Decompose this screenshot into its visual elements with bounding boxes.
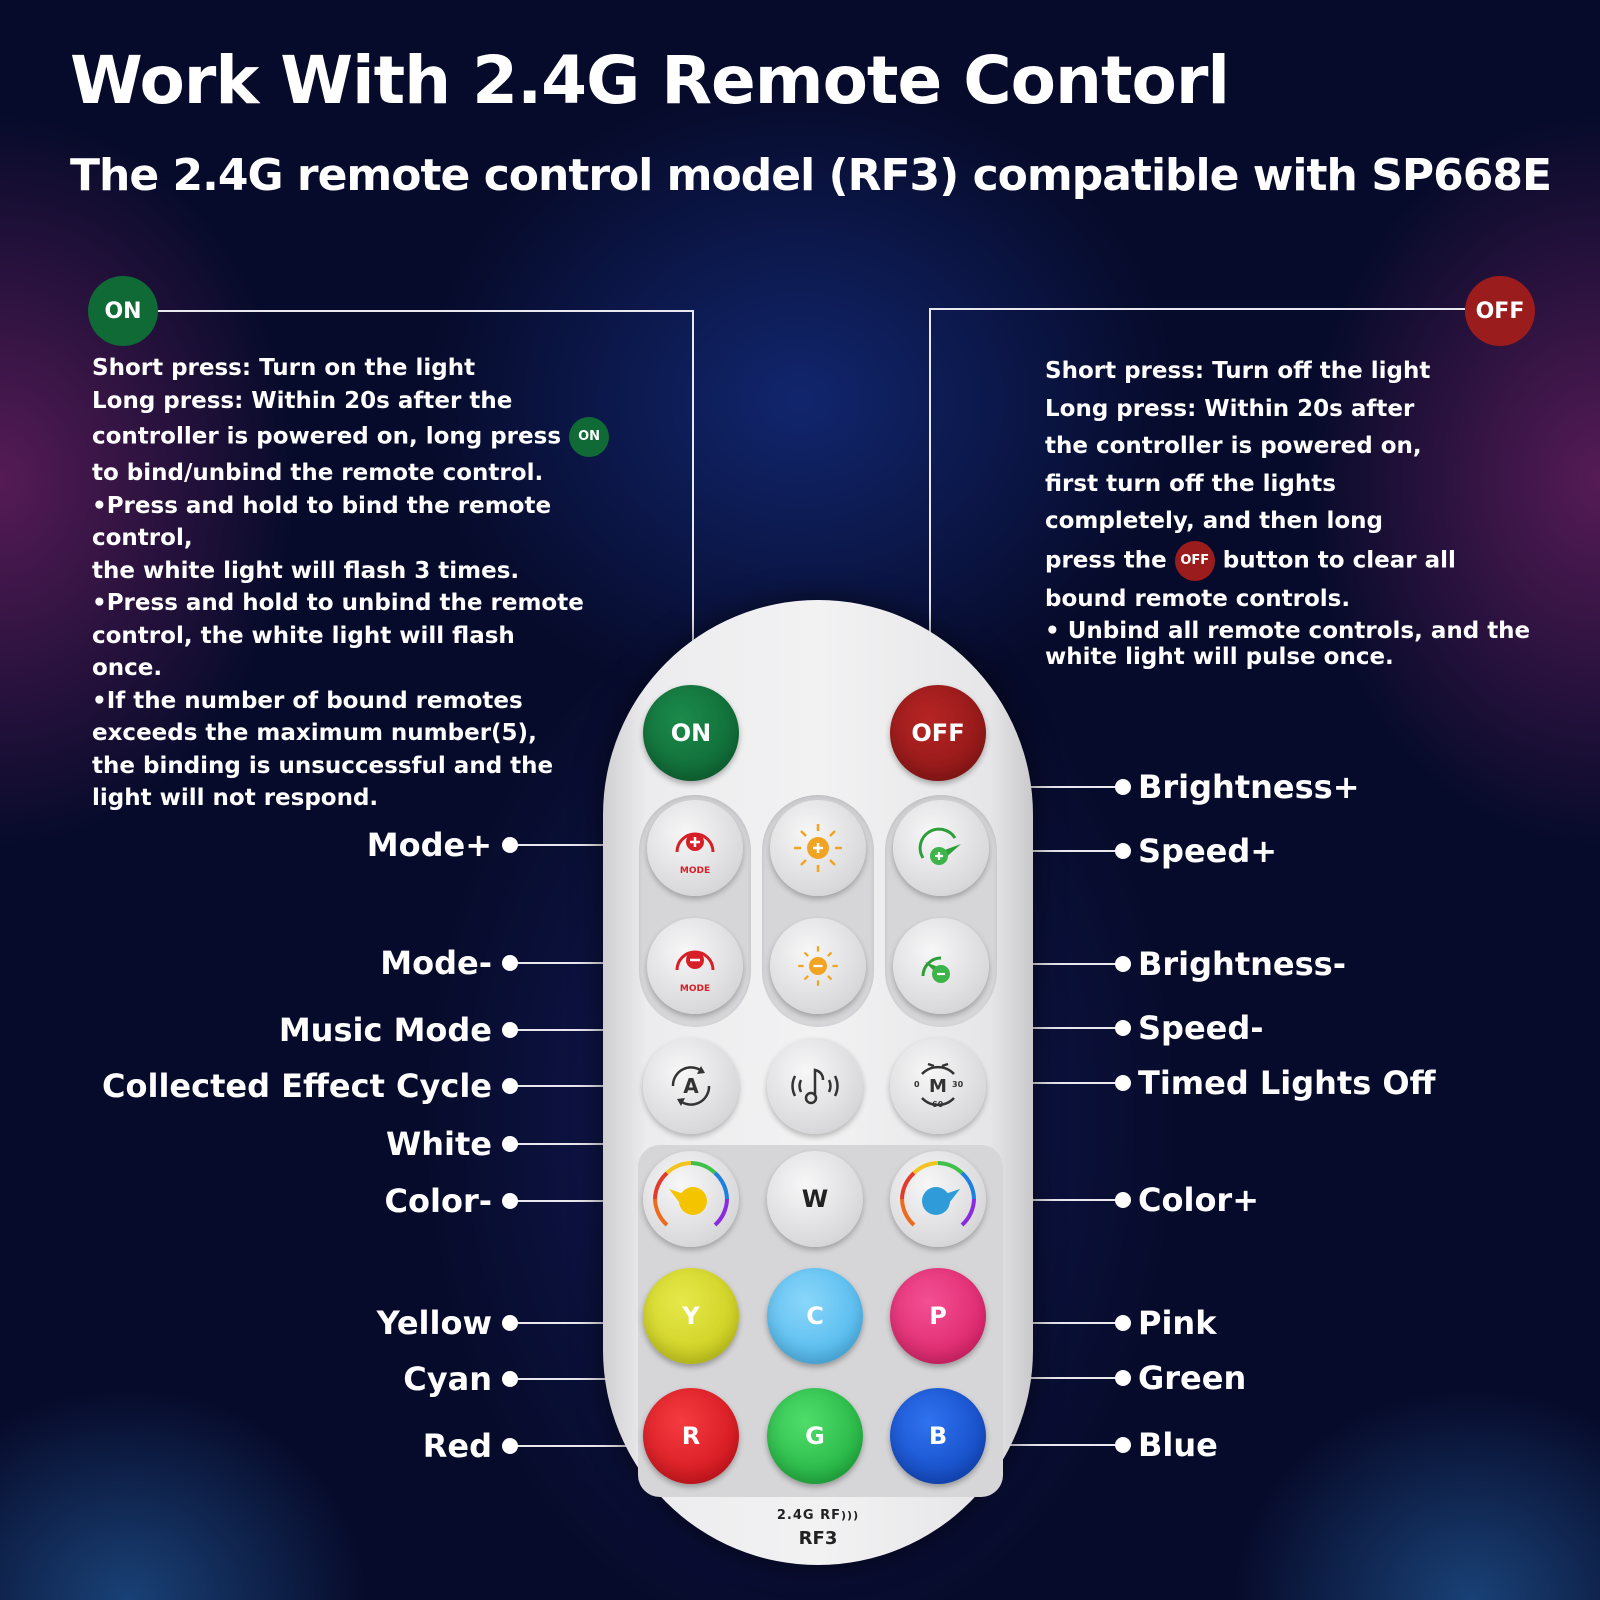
cycle-icon (671, 1066, 711, 1106)
color-plus-button[interactable] (890, 1151, 986, 1247)
color-wheel-plus-icon (900, 1161, 976, 1227)
speedometer-plus-icon (918, 827, 961, 865)
white-button[interactable]: W (767, 1151, 863, 1247)
on-desc-line: Long press: Within 20s after the (92, 387, 513, 414)
label-speed-minus: Speed- (1138, 1009, 1264, 1047)
label-blue: Blue (1138, 1426, 1218, 1464)
page-title: Work With 2.4G Remote Contorl (70, 42, 1230, 119)
speedometer-minus-icon (921, 956, 950, 983)
label-white: White (385, 1125, 492, 1163)
off-desc-text: button to clear all (1222, 547, 1456, 573)
color-minus-button[interactable] (643, 1151, 739, 1247)
off-desc-line: bound remote controls. (1045, 585, 1351, 612)
timer-0: 0 (914, 1080, 920, 1089)
red-button[interactable]: R (643, 1388, 739, 1484)
off-desc-line: white light will pulse once. (1045, 644, 1394, 670)
label-brightness-minus: Brightness- (1138, 945, 1346, 983)
on-desc-line: to bind/unbind the remote control. (92, 460, 544, 486)
off-badge: OFF (1465, 276, 1535, 346)
off-desc-line: the controller is powered on, (1045, 433, 1422, 459)
off-desc-line: first turn off the lights (1045, 470, 1336, 497)
on-desc-line: the white light will flash 3 times. (92, 557, 520, 584)
label-mode-minus: Mode- (380, 944, 492, 982)
off-desc-line: Short press: Turn off the light (1045, 358, 1431, 384)
music-note-icon (791, 1068, 839, 1105)
timer-60: 60 (932, 1100, 944, 1109)
model-label: RF3 (798, 1528, 838, 1549)
label-pink: Pink (1138, 1304, 1217, 1342)
on-description: Short press: Turn on the light Long pres… (92, 352, 652, 815)
label-collected-cycle: Collected Effect Cycle (102, 1067, 492, 1105)
label-cyan: Cyan (403, 1360, 492, 1398)
on-desc-line: exceeds the maximum number(5), (92, 720, 537, 746)
speed-minus-button[interactable] (893, 918, 989, 1014)
label-speed-plus: Speed+ (1138, 832, 1278, 870)
rf-label: 2.4G RF))) (603, 1508, 1033, 1523)
yellow-button[interactable]: Y (643, 1268, 739, 1364)
sun-plus-icon (794, 824, 842, 872)
label-yellow: Yellow (376, 1304, 492, 1342)
off-desc-line: • Unbind all remote controls, and the (1045, 618, 1531, 644)
timed-off-button[interactable]: M 0 30 60 (890, 1038, 986, 1134)
brightness-plus-button[interactable] (770, 800, 866, 896)
on-desc-line: the binding is unsuccessful and the (92, 752, 554, 779)
remote-control: ON OFF MODE MODE (603, 600, 1033, 1565)
on-desc-line: light will not respond. (92, 785, 379, 811)
label-color-plus: Color+ (1138, 1181, 1260, 1219)
mode-plus-button[interactable]: MODE (647, 800, 743, 896)
cycle-letter: A (683, 1074, 699, 1098)
mode-plus-icon (675, 832, 715, 853)
blue-button[interactable]: B (890, 1388, 986, 1484)
green-button[interactable]: G (767, 1388, 863, 1484)
pink-button[interactable]: P (890, 1268, 986, 1364)
label-color-minus: Color- (384, 1182, 492, 1220)
on-desc-line: Short press: Turn on the light (92, 355, 476, 381)
mode-minus-button[interactable]: MODE (647, 918, 743, 1014)
music-mode-button[interactable] (767, 1038, 863, 1134)
off-desc-line: Long press: Within 20s after (1045, 395, 1415, 422)
on-button[interactable]: ON (643, 685, 739, 781)
off-desc-text: press the (1045, 547, 1167, 573)
label-red: Red (422, 1427, 492, 1465)
brightness-minus-button[interactable] (770, 918, 866, 1014)
speed-plus-button[interactable] (893, 800, 989, 896)
color-wheel-minus-icon (653, 1161, 729, 1227)
on-desc-line: control, the white light will flash (92, 622, 515, 649)
label-green: Green (1138, 1359, 1247, 1397)
off-button[interactable]: OFF (890, 685, 986, 781)
on-mini-badge: ON (569, 417, 610, 457)
label-music-mode: Music Mode (278, 1011, 492, 1049)
off-desc-line: completely, and then long (1045, 508, 1384, 534)
timer-icon (921, 1062, 955, 1107)
signal-icon: ))) (841, 1509, 860, 1522)
on-desc-line: •Press and hold to unbind the remote (92, 590, 584, 616)
off-mini-badge: OFF (1174, 540, 1215, 581)
page-subtitle: The 2.4G remote control model (RF3) comp… (70, 150, 1552, 201)
mode-minus-icon (675, 950, 715, 971)
label-timed-off: Timed Lights Off (1138, 1064, 1436, 1102)
rf-text: 2.4G RF (776, 1508, 842, 1523)
timer-letter: M (929, 1075, 947, 1097)
on-desc-line: •If the number of bound remotes (92, 687, 523, 714)
label-brightness-plus: Brightness+ (1138, 768, 1360, 806)
label-mode-plus: Mode+ (366, 826, 492, 864)
cyan-button[interactable]: C (767, 1268, 863, 1364)
timer-30: 30 (952, 1080, 964, 1089)
off-desc-line: press the OFF button to clear all (1045, 540, 1565, 581)
collected-cycle-button[interactable]: A (643, 1038, 739, 1134)
on-desc-text: controller is powered on, long press (92, 423, 562, 450)
mode-text: MODE (679, 866, 711, 876)
on-desc-line: once. (92, 655, 163, 681)
off-description: Short press: Turn off the light Long pre… (1045, 353, 1565, 670)
on-badge: ON (88, 276, 158, 346)
on-desc-line: •Press and hold to bind the remote contr… (92, 492, 552, 552)
sun-minus-icon (798, 946, 838, 986)
on-desc-line: controller is powered on, long press ON (92, 417, 652, 457)
mode-text: MODE (679, 984, 711, 994)
